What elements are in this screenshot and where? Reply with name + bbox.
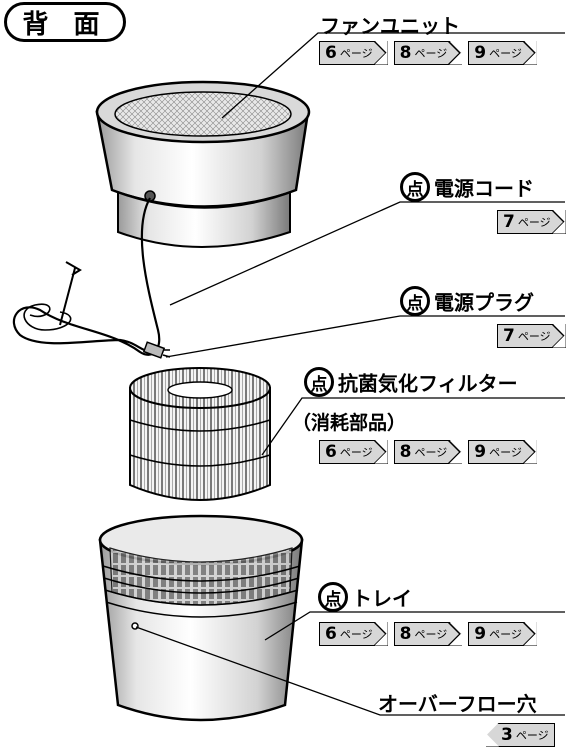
fan-unit-label: ファンユニット [320,14,460,38]
section-title-badge: 背 面 [4,2,126,42]
power-plug-drawing [142,341,171,359]
filter-label: 点抗菌気化フィルター [304,367,518,397]
power-cord-label: 点電源コード [400,172,534,202]
point-mark-icon: 点 [304,367,334,397]
tray-label: 点トレイ [318,582,412,612]
power-plug-label: 点電源プラグ [400,286,534,316]
point-mark-icon: 点 [318,582,348,612]
section-title: 背 面 [22,9,108,40]
tray-drawing [98,514,304,722]
power-cord-drawing [12,197,161,356]
leader-lines [135,32,565,716]
point-mark-icon: 点 [400,172,430,202]
filter-drawing [129,367,271,501]
point-mark-icon: 点 [400,286,430,316]
filter-sub-label: （消耗部品） [292,412,407,434]
overflow-hole-label: オーバーフロー穴 [378,692,537,716]
fan-unit-drawing [95,80,311,248]
